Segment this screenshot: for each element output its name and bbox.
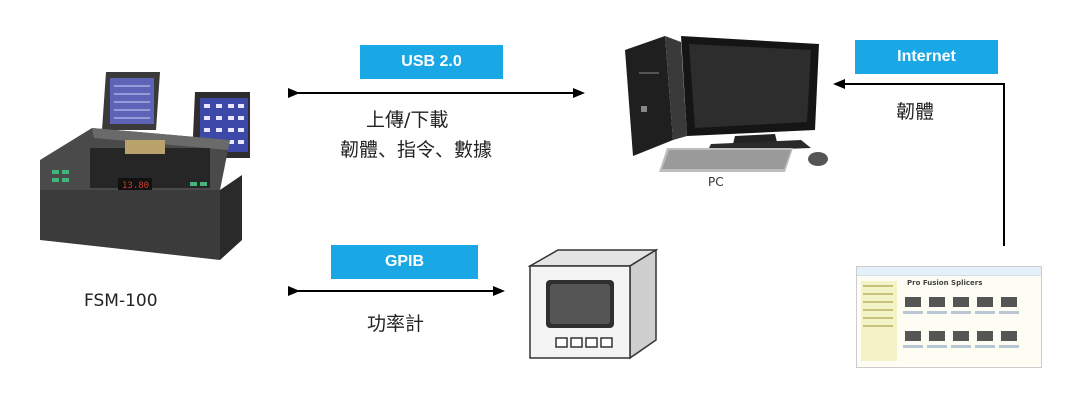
internet-arrow [833,79,1005,246]
website-image: Pro Fusion Splicers [856,266,1042,368]
usb-caption-line2: 韌體、指令、數據 [340,139,493,161]
website-heading: Pro Fusion Splicers [907,279,983,287]
usb-badge: USB 2.0 [360,45,503,79]
gpib-caption: 功率計 [367,313,425,335]
gpib-badge: GPIB [331,245,478,279]
pc-label: PC [708,175,724,189]
splicer-lcd: 13.80 [122,181,149,191]
pc-image [615,36,855,176]
usb-caption-line1: 上傳/下載 [366,109,449,131]
internet-badge: Internet [855,40,998,74]
internet-caption: 韌體 [896,101,935,123]
splicer-label: FSM-100 [84,291,158,311]
fusion-splicer-image: 13.80 [30,70,250,270]
power-meter-image [528,248,658,360]
